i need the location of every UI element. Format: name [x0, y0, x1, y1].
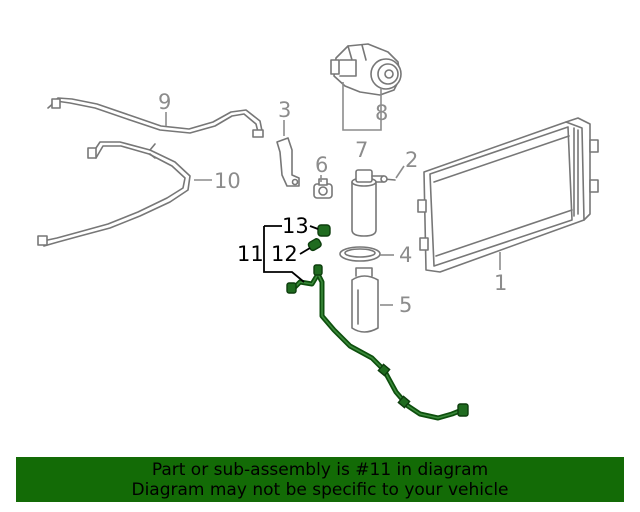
part-5-sleeve[interactable] [351, 267, 379, 333]
callout-10: 10 [214, 169, 241, 193]
callout-12: 12 [271, 242, 298, 266]
part-10-hose[interactable] [37, 141, 191, 247]
callout-4: 4 [399, 243, 412, 267]
banner-line-1: Part or sub-assembly is #11 in diagram [151, 460, 489, 480]
callout-13: 13 [282, 214, 309, 238]
callout-3: 3 [278, 98, 291, 122]
callout-2: 2 [405, 148, 418, 172]
part-7-compressor[interactable] [330, 43, 402, 96]
part-2-accumulator[interactable] [351, 169, 396, 237]
callout-1: 1 [494, 271, 507, 295]
callout-11: 11 [237, 242, 264, 266]
part-13-seal-highlighted[interactable] [317, 224, 331, 237]
part-12-seal-highlighted[interactable] [307, 238, 322, 252]
leader-lines [165, 82, 501, 306]
info-banner: Part or sub-assembly is #11 in diagram D… [16, 457, 624, 502]
part-6-valve[interactable] [313, 178, 333, 199]
callout-9: 9 [158, 90, 171, 114]
part-3-bracket[interactable] [276, 137, 300, 187]
part-1-condenser[interactable] [417, 117, 599, 273]
part-11-hose-highlighted[interactable] [286, 264, 469, 421]
callout-8: 8 [375, 101, 388, 125]
banner-line-2: Diagram may not be specific to your vehi… [131, 480, 509, 500]
callout-5: 5 [399, 293, 412, 317]
callout-6: 6 [315, 153, 328, 177]
part-9-hose[interactable] [47, 97, 264, 138]
callout-7: 7 [355, 138, 368, 162]
part-4-clamp[interactable] [339, 246, 381, 262]
